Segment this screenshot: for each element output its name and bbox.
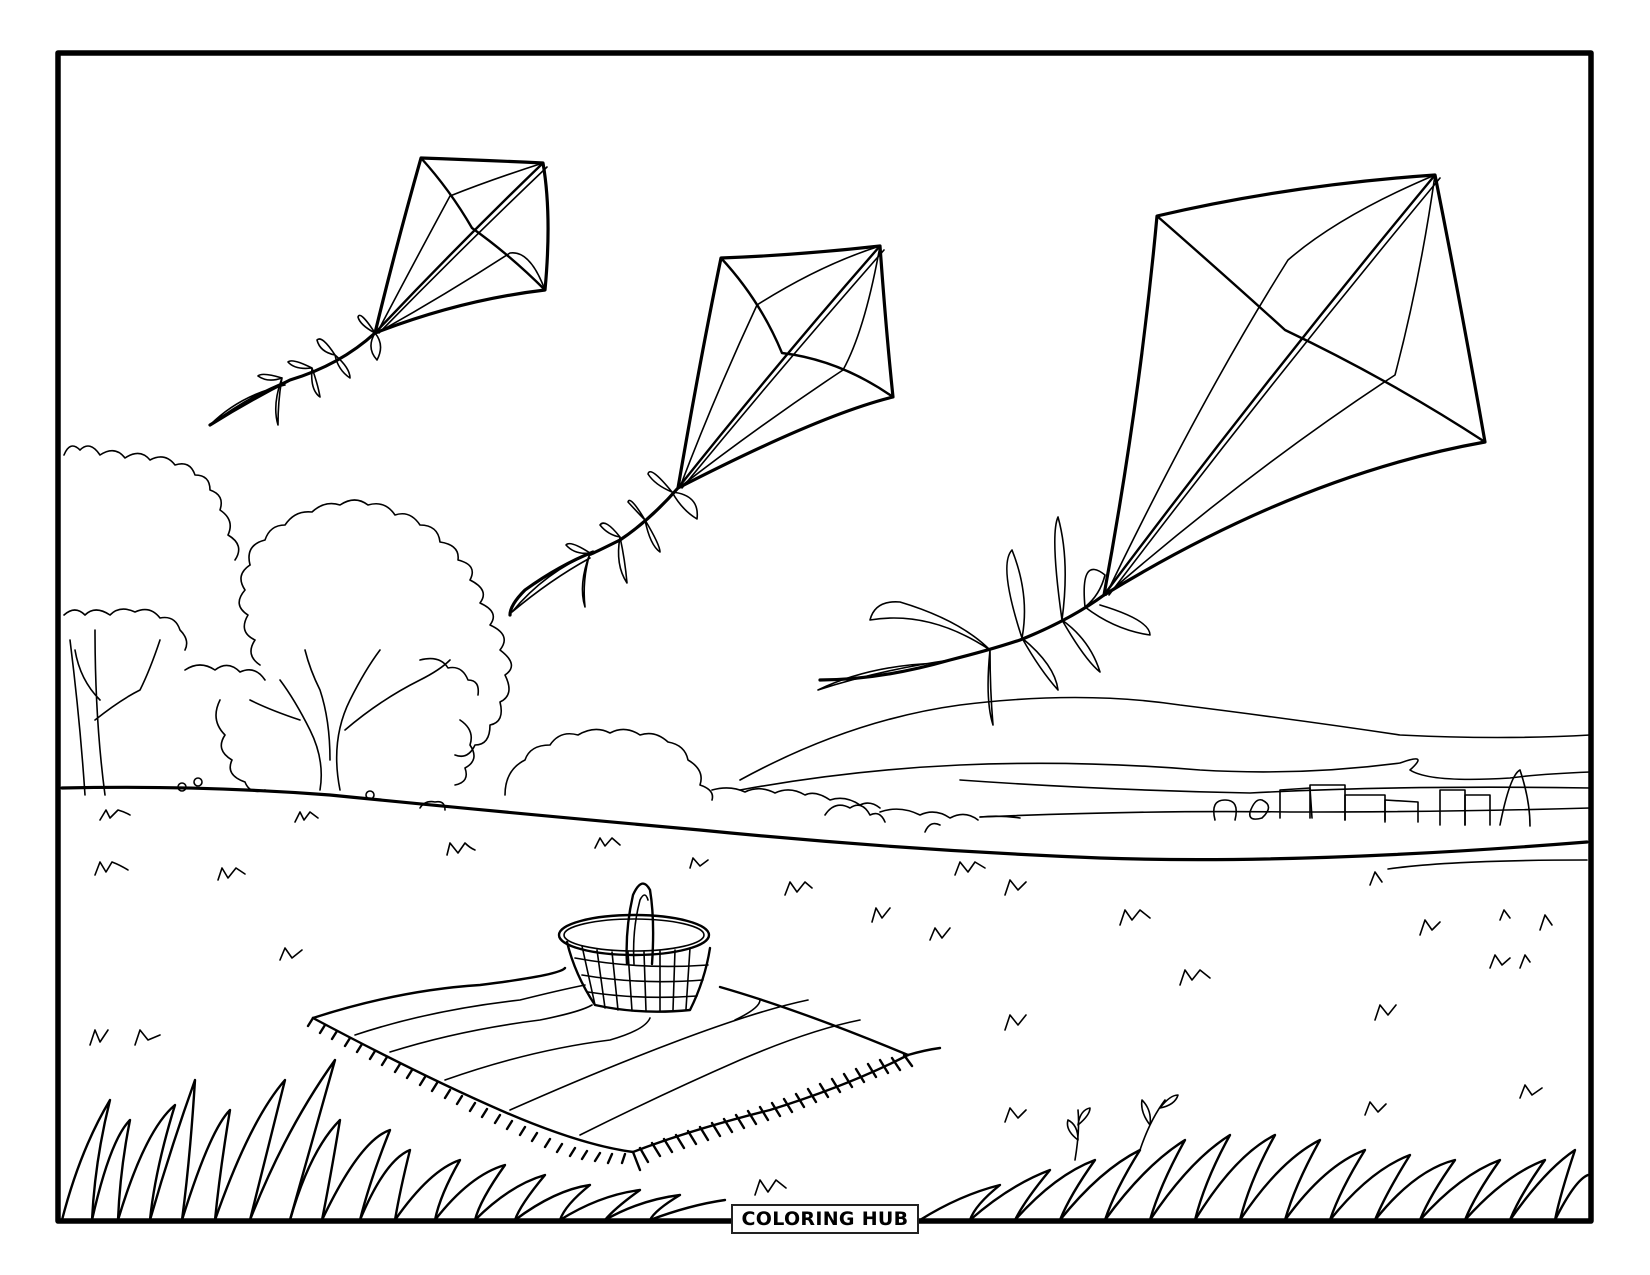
picnic-blanket	[306, 966, 942, 1172]
hills	[739, 696, 1591, 818]
meadow	[60, 785, 1589, 870]
kite-small	[208, 156, 550, 427]
page-border	[55, 50, 1594, 1224]
foreground-grass	[60, 1058, 1590, 1222]
logo-text: COLORING HUB	[741, 1208, 909, 1230]
coloring-hub-logo: COLORING HUB	[731, 1204, 919, 1234]
town-skyline	[1212, 769, 1531, 827]
grass-tufts	[89, 809, 1553, 1196]
kite-large	[817, 173, 1487, 726]
trees	[63, 445, 979, 833]
picnic-basket	[557, 882, 712, 1013]
kite-medium	[508, 244, 895, 617]
